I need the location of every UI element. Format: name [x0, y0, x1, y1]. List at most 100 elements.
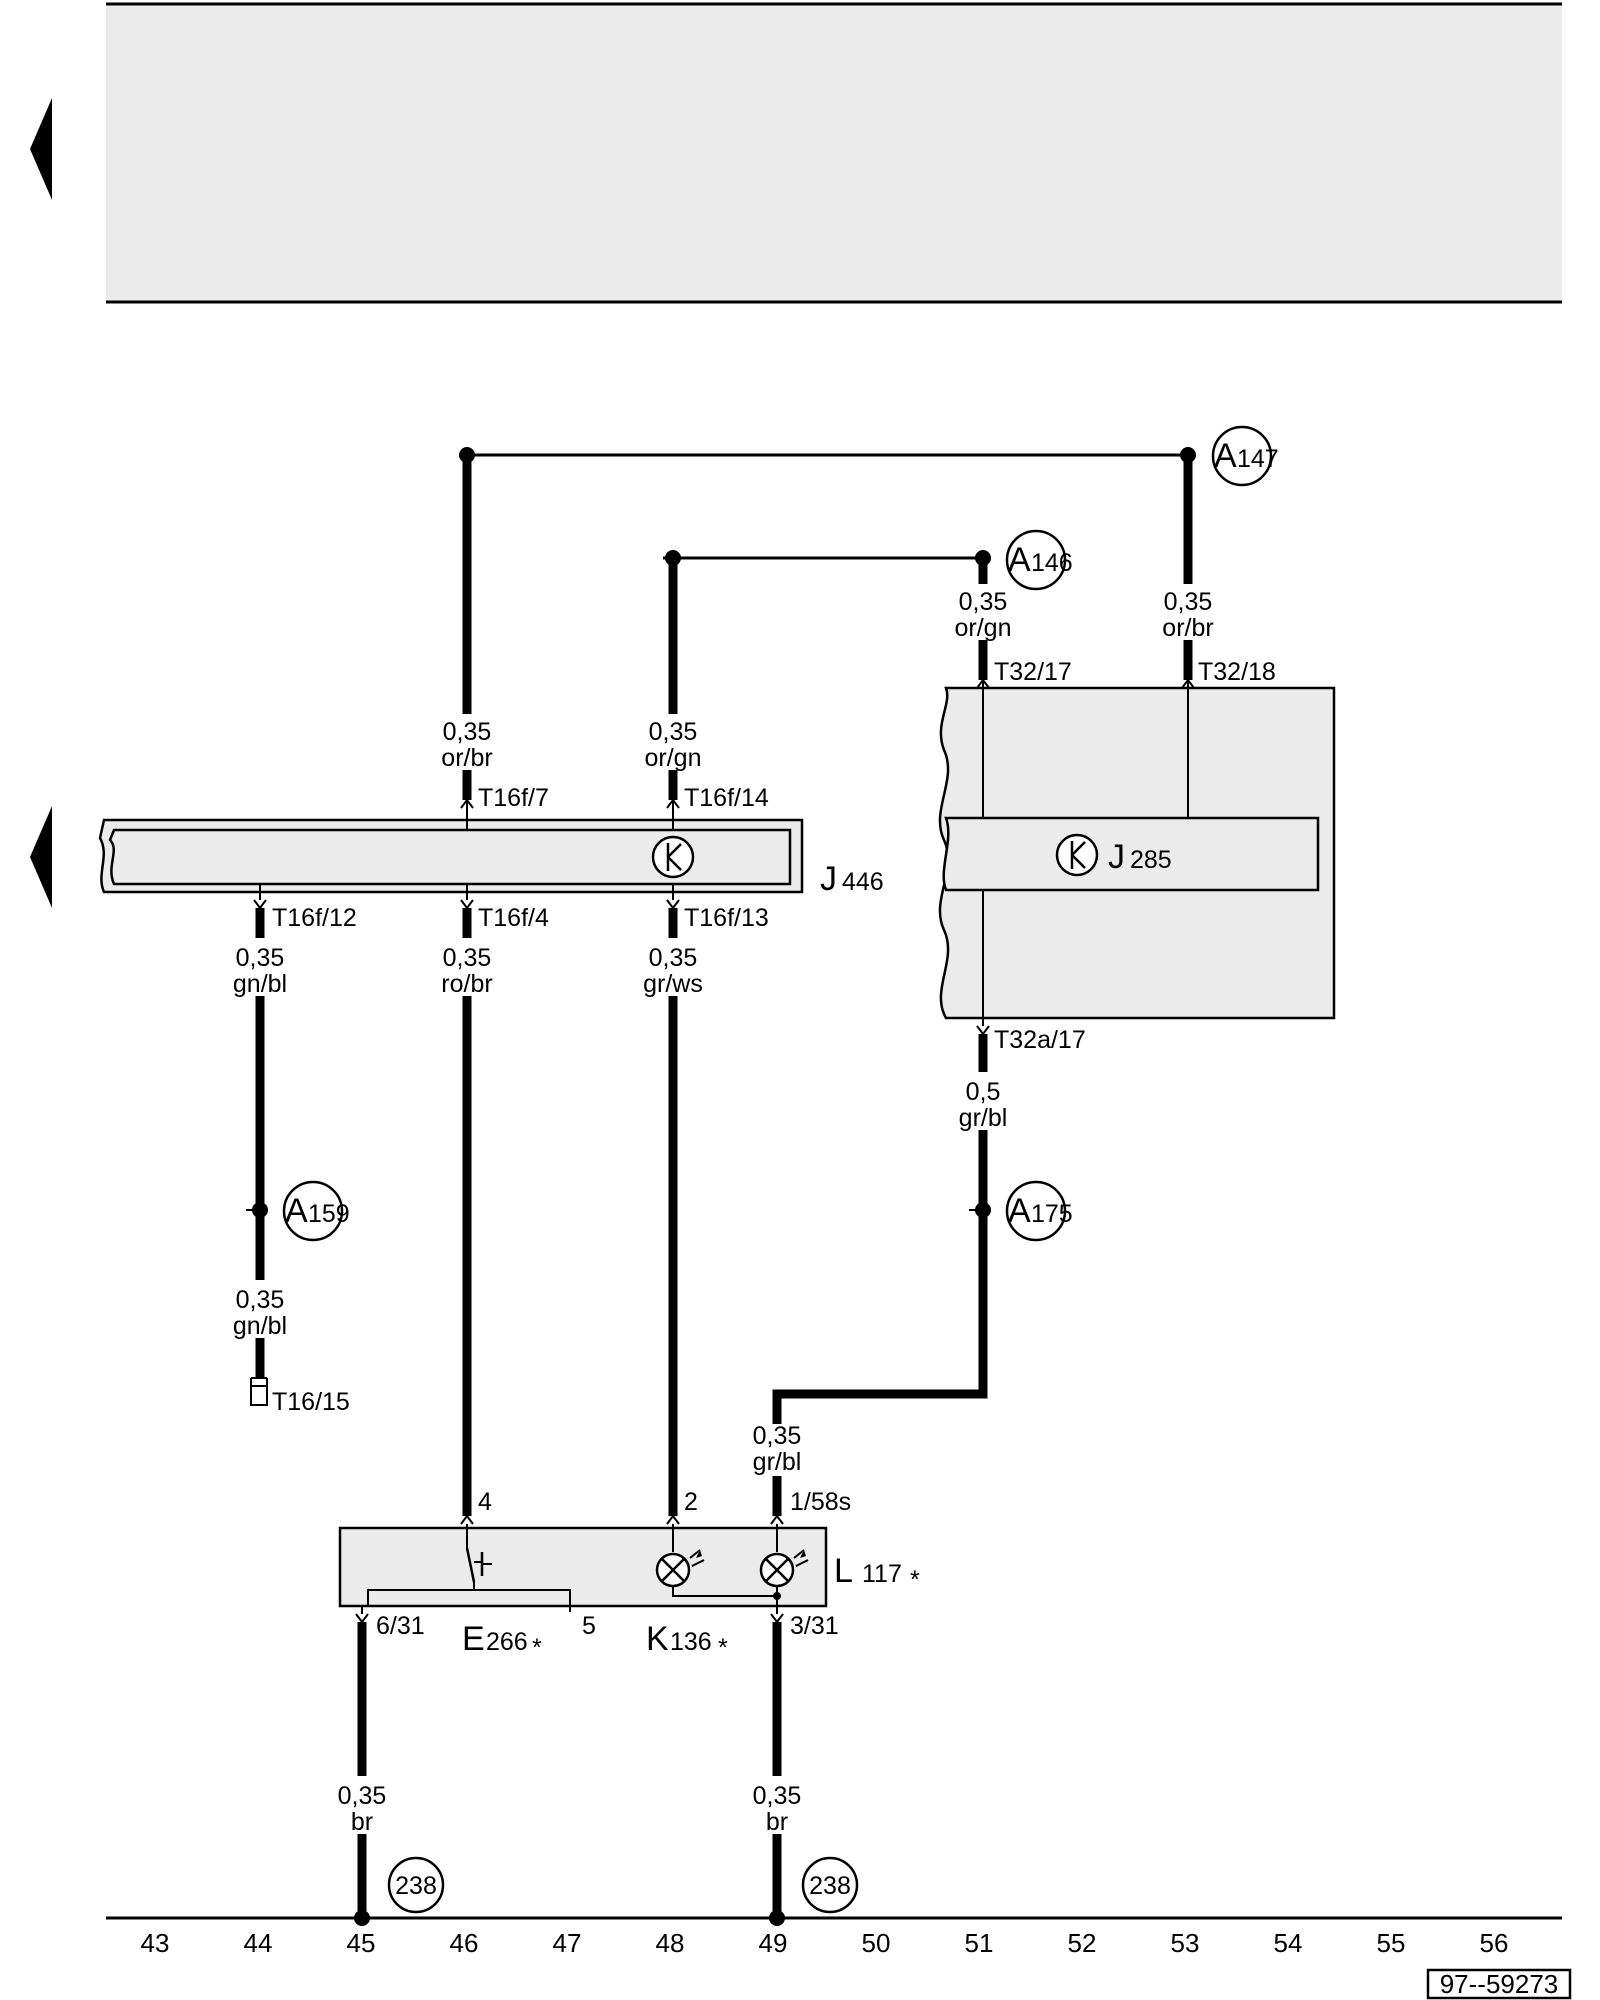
wire-size: 0,35 — [649, 944, 698, 972]
pin-3-31: 3/31 — [790, 1612, 839, 1640]
pin-4: 4 — [478, 1488, 492, 1516]
pin-t32-17: T32/17 — [994, 658, 1072, 686]
wire-size: 0,5 — [966, 1078, 1001, 1106]
wire-size: 0,35 — [753, 1782, 802, 1810]
connector-t16-icon — [250, 1385, 268, 1406]
track-number: 51 — [965, 1928, 994, 1958]
pin-arrow-icon — [666, 798, 680, 809]
pin-t16f-4: T16f/4 — [478, 904, 549, 932]
component-l117-mark: * — [910, 1566, 920, 1594]
svg-text:A: A — [285, 1192, 308, 1230]
previous-page-arrow-icon[interactable] — [30, 98, 52, 200]
pin-arrow-icon — [666, 899, 680, 910]
wire-color: or/gn — [955, 614, 1012, 642]
pin-6-31: 6/31 — [376, 1612, 425, 1640]
pin-arrow-icon — [770, 1613, 784, 1624]
wire-color: or/br — [441, 744, 492, 772]
push-switch-e266-icon — [367, 1547, 571, 1612]
track-number: 47 — [553, 1928, 582, 1958]
svg-text:238: 238 — [809, 1872, 851, 1900]
track-number: 45 — [347, 1928, 376, 1958]
wire-color: br — [766, 1808, 788, 1836]
wire-size: 0,35 — [338, 1782, 387, 1810]
figure-id-box: 97--59273 — [1426, 1968, 1572, 2000]
connection-a175: A 175 — [1005, 1180, 1073, 1242]
wire-size: 0,35 — [236, 1286, 285, 1314]
pin-arrow-icon — [770, 1514, 784, 1525]
pin-t16f-7: T16f/7 — [478, 784, 549, 812]
track-number: 50 — [862, 1928, 891, 1958]
wire-size: 0,35 — [959, 588, 1008, 616]
pin-arrow-icon — [460, 899, 474, 910]
wire-color: gr/ws — [643, 970, 703, 998]
ground-point-238-left: 238 — [387, 1856, 445, 1914]
track-number: 46 — [450, 1928, 479, 1958]
component-e266-letter: E — [462, 1620, 485, 1658]
current-track-scale: 43 44 45 46 47 48 49 50 51 52 53 54 55 5… — [141, 1928, 1509, 1958]
pin-arrow-icon — [355, 1613, 369, 1624]
svg-text:146: 146 — [1031, 549, 1073, 577]
track-number: 53 — [1171, 1928, 1200, 1958]
svg-text:A: A — [1008, 1192, 1031, 1230]
component-j285-number: 285 — [1130, 846, 1172, 874]
wire-color: gr/bl — [753, 1448, 802, 1476]
clock-symbol-icon — [651, 835, 695, 879]
pin-t32a-17: T32a/17 — [994, 1026, 1086, 1054]
wire-color: or/gn — [645, 744, 702, 772]
wire-track-51-to-49 — [772, 1130, 988, 1424]
svg-text:A: A — [1214, 437, 1237, 475]
connection-a146: A 146 — [1005, 529, 1073, 591]
svg-text:238: 238 — [395, 1872, 437, 1900]
track-number: 56 — [1480, 1928, 1509, 1958]
junction-dot — [252, 1202, 268, 1218]
switch-module-l117 — [338, 1524, 828, 1614]
pin-arrow-icon — [976, 678, 990, 689]
wire-color: gn/bl — [233, 1312, 287, 1340]
control-unit-j446 — [98, 800, 804, 900]
control-unit-j285 — [938, 680, 1336, 1026]
continuation-arrow-icon[interactable] — [30, 806, 52, 908]
pin-arrow-icon — [253, 899, 267, 910]
track-number: 55 — [1377, 1928, 1406, 1958]
wire-color: or/br — [1162, 614, 1213, 642]
track-number: 49 — [759, 1928, 788, 1958]
component-e266-mark: * — [532, 1634, 542, 1662]
junction-dot — [975, 1202, 991, 1218]
component-l117-number: 117 — [862, 1560, 902, 1588]
component-j446-number: 446 — [842, 868, 884, 896]
connection-a159: A 159 — [282, 1180, 350, 1242]
wire-size: 0,35 — [443, 944, 492, 972]
component-k136-letter: K — [646, 1620, 669, 1658]
wire-size: 0,35 — [753, 1422, 802, 1450]
wire-color: gr/bl — [959, 1104, 1008, 1132]
wire-size: 0,35 — [236, 944, 285, 972]
connection-a147: A 147 — [1211, 425, 1279, 487]
track-number: 43 — [141, 1928, 170, 1958]
clock-symbol-icon — [1055, 833, 1099, 877]
track-number: 54 — [1274, 1928, 1303, 1958]
wire-color: gn/bl — [233, 970, 287, 998]
component-j446-letter: J — [820, 860, 837, 898]
wire-size: 0,35 — [443, 718, 492, 746]
svg-text:A: A — [1008, 541, 1031, 579]
wire-size: 0,35 — [1164, 588, 1213, 616]
pin-arrow-icon — [976, 1025, 990, 1036]
svg-text:97--59273: 97--59273 — [1440, 1969, 1559, 1999]
pin-arrow-icon — [460, 798, 474, 809]
ground-point-238-right: 238 — [801, 1856, 859, 1914]
pin-t16f-12: T16f/12 — [272, 904, 357, 932]
track-number: 52 — [1068, 1928, 1097, 1958]
pin-t16f-13: T16f/13 — [684, 904, 769, 932]
component-j285-letter: J — [1108, 838, 1125, 876]
pin-2: 2 — [684, 1488, 698, 1516]
component-l117-letter: L — [834, 1552, 853, 1590]
component-e266-number: 266 — [486, 1628, 528, 1656]
wire-size: 0,35 — [649, 718, 698, 746]
pin-arrow-icon — [666, 1514, 680, 1525]
header-panel — [106, 4, 1562, 302]
svg-text:175: 175 — [1031, 1200, 1073, 1228]
component-k136-mark: * — [718, 1634, 728, 1662]
pin-t16f-14: T16f/14 — [684, 784, 769, 812]
pin-5: 5 — [582, 1612, 596, 1640]
